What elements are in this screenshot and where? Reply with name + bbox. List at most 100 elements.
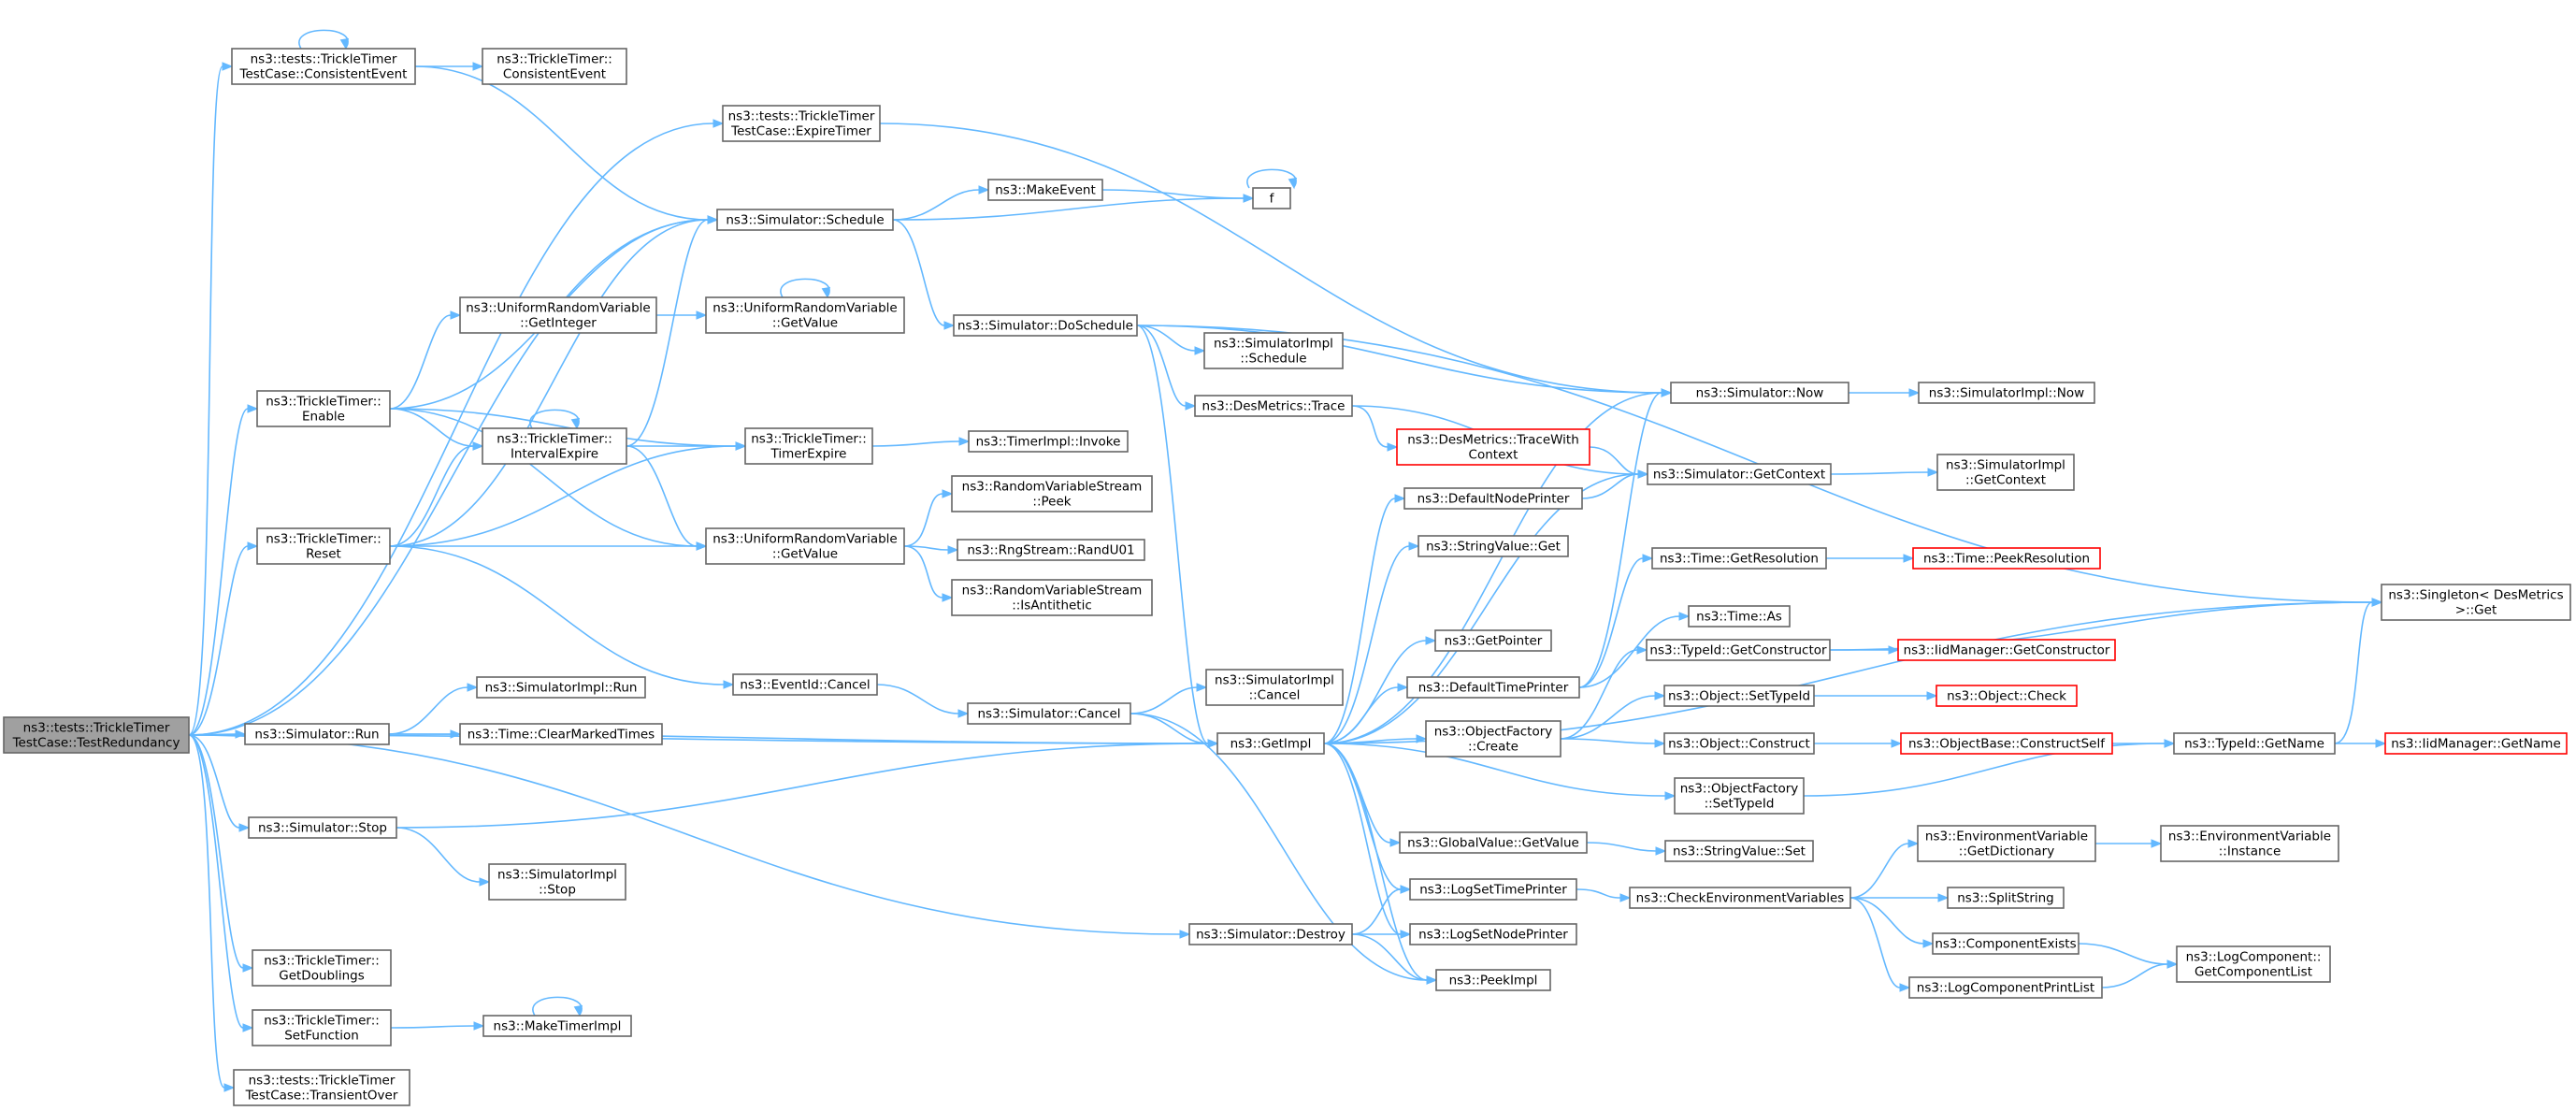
node-sim-do-schedule[interactable]: ns3::Simulator::DoSchedule bbox=[953, 314, 1138, 337]
node-sim-get-context[interactable]: ns3::Simulator::GetContext bbox=[1647, 463, 1832, 485]
edge-line bbox=[1849, 897, 1901, 988]
node-check-env-vars[interactable]: ns3::CheckEnvironmentVariables bbox=[1629, 887, 1851, 909]
node-default-node-printer[interactable]: ns3::DefaultNodePrinter bbox=[1403, 487, 1583, 510]
node-object-factory-set-type-id[interactable]: ns3::ObjectFactory::SetTypeId bbox=[1674, 777, 1805, 815]
node-tt-reset[interactable]: ns3::TrickleTimer::Reset bbox=[256, 527, 391, 565]
edge-arrowhead bbox=[723, 680, 735, 689]
node-global-value-get-value[interactable]: ns3::GlobalValue::GetValue bbox=[1399, 831, 1588, 854]
node-label: ns3::ObjectFactory bbox=[1434, 725, 1553, 740]
node-sim-stop[interactable]: ns3::Simulator::Stop bbox=[248, 816, 397, 839]
node-typeid-get-name[interactable]: ns3::TypeId::GetName bbox=[2173, 732, 2336, 755]
node-expire-timer[interactable]: ns3::tests::TrickleTimerTestCase::Expire… bbox=[722, 105, 881, 142]
node-objectbase-construct-self[interactable]: ns3::ObjectBase::ConstructSelf bbox=[1900, 732, 2113, 755]
node-iidmanager-get-name[interactable]: ns3::IidManager::GetName bbox=[2384, 732, 2568, 755]
edge-line bbox=[1586, 842, 1657, 852]
node-object-construct[interactable]: ns3::Object::Construct bbox=[1663, 732, 1815, 755]
node-urv-get-value-a[interactable]: ns3::UniformRandomVariable::GetValue bbox=[705, 296, 905, 334]
node-get-impl[interactable]: ns3::GetImpl bbox=[1216, 732, 1325, 755]
node-get-pointer[interactable]: ns3::GetPointer bbox=[1434, 629, 1552, 652]
node-env-get-dictionary[interactable]: ns3::EnvironmentVariable::GetDictionary bbox=[1917, 825, 2096, 862]
edge-get-impl-to-log-set-node-printer bbox=[1323, 743, 1412, 939]
node-time-as[interactable]: ns3::Time::As bbox=[1688, 605, 1791, 628]
node-log-set-time-printer[interactable]: ns3::LogSetTimePrinter bbox=[1409, 878, 1577, 901]
node-label: ns3::Object::SetTypeId bbox=[1668, 689, 1810, 704]
edge-tt-reset-to-eventid-cancel bbox=[389, 545, 735, 689]
node-simimpl-now[interactable]: ns3::SimulatorImpl::Now bbox=[1918, 382, 2095, 404]
node-simimpl-get-context[interactable]: ns3::SimulatorImpl::GetContext bbox=[1936, 454, 2075, 491]
node-desmetrics-trace[interactable]: ns3::DesMetrics::Trace bbox=[1194, 395, 1353, 417]
edge-arrowhead bbox=[1637, 469, 1649, 479]
node-tt-get-doublings[interactable]: ns3::TrickleTimer::GetDoublings bbox=[252, 949, 392, 987]
node-component-exists[interactable]: ns3::ComponentExists bbox=[1932, 932, 2080, 955]
node-sim-now[interactable]: ns3::Simulator::Now bbox=[1670, 382, 1849, 404]
node-label: ns3::DesMetrics::Trace bbox=[1202, 399, 1346, 414]
node-log-set-node-printer[interactable]: ns3::LogSetNodePrinter bbox=[1409, 923, 1577, 945]
node-label: f bbox=[1270, 192, 1275, 207]
node-eventid-cancel[interactable]: ns3::EventId::Cancel bbox=[732, 673, 878, 696]
node-sim-destroy[interactable]: ns3::Simulator::Destroy bbox=[1188, 923, 1353, 945]
node-iidmanager-get-constructor[interactable]: ns3::IidManager::GetConstructor bbox=[1897, 639, 2116, 661]
node-object-check[interactable]: ns3::Object::Check bbox=[1936, 685, 2078, 707]
node-make-event[interactable]: ns3::MakeEvent bbox=[987, 179, 1103, 201]
node-label: Reset bbox=[306, 547, 341, 562]
node-typeid-get-constructor[interactable]: ns3::TypeId::GetConstructor bbox=[1646, 639, 1831, 661]
node-label: ns3::MakeTimerImpl bbox=[494, 1019, 622, 1034]
node-default-time-printer[interactable]: ns3::DefaultTimePrinter bbox=[1406, 676, 1580, 699]
node-label: ns3::LogSetNodePrinter bbox=[1418, 928, 1568, 943]
node-time-clear-marked[interactable]: ns3::Time::ClearMarkedTimes bbox=[459, 723, 663, 745]
node-tt-enable[interactable]: ns3::TrickleTimer::Enable bbox=[256, 390, 391, 427]
node-log-component-get-list[interactable]: ns3::LogComponent::GetComponentList bbox=[2176, 945, 2331, 983]
node-urv-get-integer[interactable]: ns3::UniformRandomVariable::GetInteger bbox=[459, 296, 657, 334]
node-rvs-peek[interactable]: ns3::RandomVariableStream::Peek bbox=[951, 475, 1153, 512]
node-time-get-resolution[interactable]: ns3::Time::GetResolution bbox=[1651, 547, 1827, 570]
node-object-set-type-id[interactable]: ns3::Object::SetTypeId bbox=[1663, 685, 1815, 707]
edge-urv-get-integer-to-urv-get-value-a bbox=[655, 310, 708, 320]
node-transient-over[interactable]: ns3::tests::TrickleTimerTestCase::Transi… bbox=[233, 1069, 410, 1106]
node-timerimpl-invoke[interactable]: ns3::TimerImpl::Invoke bbox=[968, 430, 1129, 453]
node-label: ::GetDictionary bbox=[1959, 844, 2054, 859]
node-time-peek-resolution[interactable]: ns3::Time::PeekResolution bbox=[1912, 547, 2101, 570]
node-split-string[interactable]: ns3::SplitString bbox=[1947, 887, 2065, 909]
node-sim-cancel[interactable]: ns3::Simulator::Cancel bbox=[967, 702, 1131, 725]
node-string-value-set[interactable]: ns3::StringValue::Set bbox=[1664, 840, 1814, 862]
edge-line bbox=[1351, 888, 1402, 935]
edge-line bbox=[188, 219, 709, 736]
node-tt-timer-expire[interactable]: ns3::TrickleTimer::TimerExpire bbox=[744, 427, 873, 465]
edge-line bbox=[892, 189, 980, 221]
node-tt-set-function[interactable]: ns3::TrickleTimer::SetFunction bbox=[252, 1009, 392, 1046]
node-object-factory-create[interactable]: ns3::ObjectFactory::Create bbox=[1425, 720, 1561, 758]
node-string-value-get[interactable]: ns3::StringValue::Get bbox=[1418, 535, 1569, 557]
node-simimpl-cancel[interactable]: ns3::SimulatorImpl::Cancel bbox=[1205, 669, 1344, 706]
node-tt-interval-expire[interactable]: ns3::TrickleTimer::IntervalExpire bbox=[482, 427, 627, 465]
node-simimpl-stop[interactable]: ns3::SimulatorImpl::Stop bbox=[488, 863, 626, 901]
edge-sim-destroy-to-peek-impl bbox=[1351, 933, 1438, 985]
self-loop-edge bbox=[1246, 168, 1297, 189]
edge-line bbox=[1560, 695, 1656, 740]
node-singleton-get[interactable]: ns3::Singleton< DesMetrics>::Get bbox=[2381, 584, 2571, 621]
node-peek-impl[interactable]: ns3::PeekImpl bbox=[1435, 969, 1551, 991]
node-sim-run[interactable]: ns3::Simulator::Run bbox=[244, 723, 390, 745]
node-simimpl-schedule[interactable]: ns3::SimulatorImpl::Schedule bbox=[1203, 332, 1344, 369]
node-sim-schedule[interactable]: ns3::Simulator::Schedule bbox=[716, 209, 894, 231]
node-root[interactable]: ns3::tests::TrickleTimerTestCase::TestRe… bbox=[3, 716, 190, 754]
node-rvs-is-antithetic[interactable]: ns3::RandomVariableStream::IsAntithetic bbox=[951, 579, 1153, 616]
edge-line bbox=[389, 545, 725, 685]
edge-arrowhead bbox=[222, 62, 234, 71]
edge-arrowhead bbox=[958, 437, 971, 446]
node-urv-get-value-b[interactable]: ns3::UniformRandomVariable::GetValue bbox=[705, 527, 905, 565]
edge-sim-cancel-to-simimpl-cancel bbox=[1130, 683, 1208, 714]
edge-arrowhead bbox=[1636, 645, 1648, 655]
node-simimpl-run[interactable]: ns3::SimulatorImpl::Run bbox=[476, 676, 646, 699]
node-make-timer-impl[interactable]: ns3::MakeTimerImpl bbox=[482, 1015, 632, 1037]
node-consistent-event[interactable]: ns3::tests::TrickleTimerTestCase::Consis… bbox=[231, 48, 416, 85]
node-tt-consistent-event[interactable]: ns3::TrickleTimer::ConsistentEvent bbox=[482, 48, 627, 85]
node-f[interactable]: f bbox=[1252, 187, 1291, 209]
node-label: SetFunction bbox=[284, 1029, 359, 1044]
node-rng-randu01[interactable]: ns3::RngStream::RandU01 bbox=[957, 539, 1145, 561]
node-log-component-print-list[interactable]: ns3::LogComponentPrintList bbox=[1908, 976, 2103, 999]
edge-tt-interval-expire-to-tt-interval-expire bbox=[529, 409, 581, 430]
edge-root-to-consistent-event bbox=[188, 62, 234, 736]
node-label: ns3::RandomVariableStream bbox=[962, 584, 1143, 599]
node-env-instance[interactable]: ns3::EnvironmentVariable::Instance bbox=[2160, 825, 2339, 862]
